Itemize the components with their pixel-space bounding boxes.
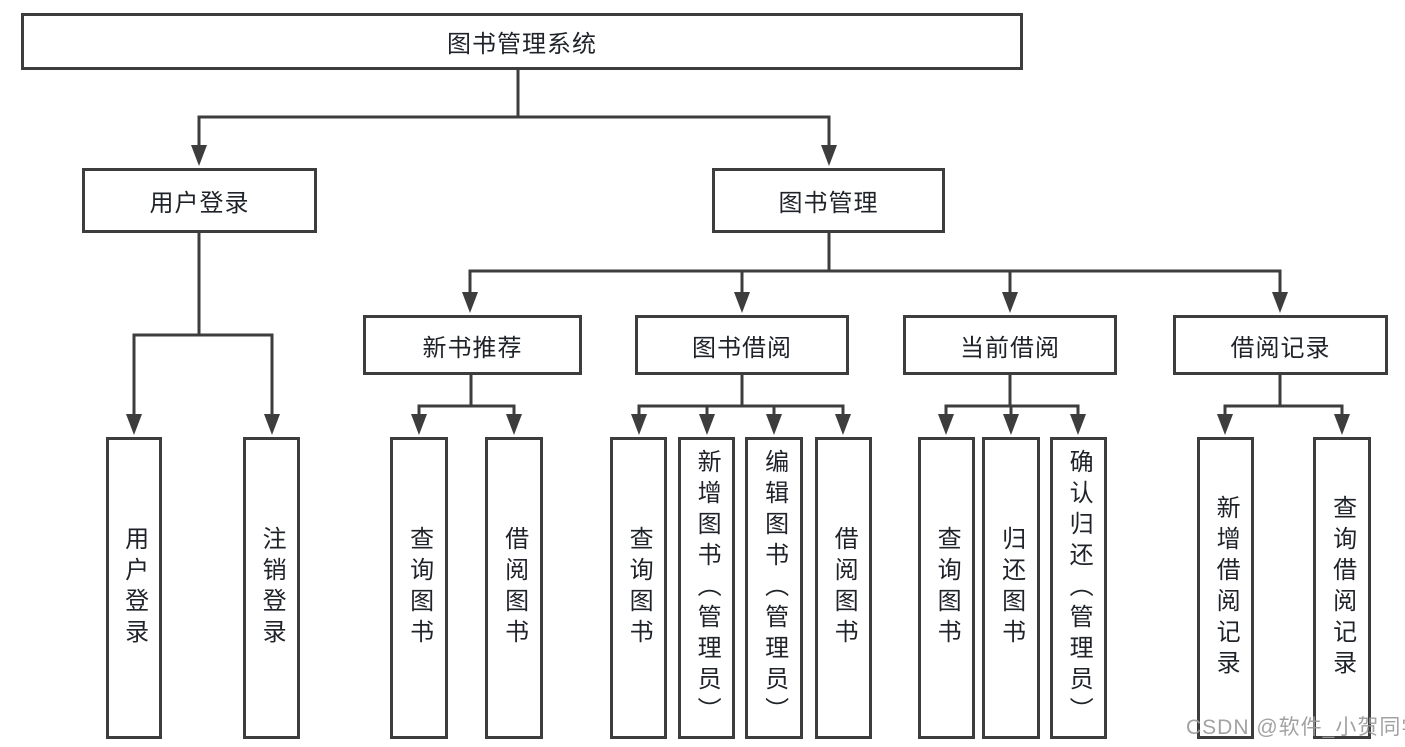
leaf-logout-label: 注销登录 — [258, 526, 286, 650]
leaf-nbr-query-books-label: 查询图书 — [405, 526, 433, 650]
arrow-down-icon — [1334, 414, 1350, 435]
leaf-nbr-query-books: 查询图书 — [390, 437, 448, 739]
arrow-down-icon — [506, 414, 522, 435]
leaf-cb-confirm-return-admin: 确认归还（管理员） — [1050, 437, 1107, 739]
leaf-br-query-record: 查询借阅记录 — [1313, 437, 1371, 739]
connector-root-to-level2 — [197, 69, 831, 150]
csdn-watermark: CSDN @软件_小贺同学 — [1186, 716, 1405, 739]
arrow-down-icon — [631, 414, 647, 435]
arrow-down-icon — [1003, 414, 1019, 435]
leaf-bb-query-books: 查询图书 — [610, 437, 667, 739]
arrow-down-icon — [938, 414, 954, 435]
leaf-br-add-record: 新增借阅记录 — [1197, 437, 1254, 739]
arrow-down-icon — [835, 414, 851, 435]
leaf-bb-add-books-admin-label: 新增图书（管理员） — [693, 448, 721, 728]
node-borrowing-records: 借阅记录 — [1173, 315, 1388, 375]
leaf-cb-return-books: 归还图书 — [982, 437, 1040, 739]
leaf-br-query-record-label: 查询借阅记录 — [1328, 495, 1356, 681]
leaf-br-add-record-label: 新增借阅记录 — [1212, 495, 1240, 681]
node-book-management-label: 图书管理 — [778, 190, 879, 217]
arrow-down-icon — [821, 145, 837, 166]
node-root: 图书管理系统 — [21, 13, 1023, 70]
leaf-cb-query-books-label: 查询图书 — [933, 526, 961, 650]
arrow-down-icon — [699, 414, 715, 435]
leaf-nbr-borrow-books-label: 借阅图书 — [500, 526, 528, 650]
leaf-cb-query-books: 查询图书 — [918, 437, 975, 739]
leaf-nbr-borrow-books: 借阅图书 — [485, 437, 543, 739]
node-root-label: 图书管理系统 — [447, 31, 597, 58]
arrowhead-icons — [126, 145, 1350, 435]
arrow-down-icon — [1002, 292, 1018, 313]
connector-book-borrowing-branch — [637, 375, 845, 418]
arrow-down-icon — [734, 292, 750, 313]
leaf-bb-query-books-label: 查询图书 — [625, 526, 653, 650]
node-new-book-recommend: 新书推荐 — [363, 315, 582, 375]
node-book-management: 图书管理 — [712, 168, 945, 233]
node-borrowing-records-label: 借阅记录 — [1230, 334, 1331, 362]
arrow-down-icon — [766, 414, 782, 435]
arrow-down-icon — [1272, 292, 1288, 313]
arrow-down-icon — [462, 292, 478, 313]
leaf-logout: 注销登录 — [243, 437, 300, 739]
leaf-bb-borrow-books: 借阅图书 — [815, 437, 872, 739]
node-book-borrowing-label: 图书借阅 — [692, 334, 792, 362]
node-user-login-label: 用户登录 — [149, 190, 250, 217]
arrow-down-icon — [1070, 414, 1086, 435]
arrow-down-icon — [191, 145, 207, 166]
leaf-bb-add-books-admin: 新增图书（管理员） — [678, 437, 735, 739]
arrow-down-icon — [264, 414, 280, 435]
leaf-bb-edit-books-admin-label: 编辑图书（管理员） — [760, 448, 788, 728]
leaf-bb-edit-books-admin: 编辑图书（管理员） — [745, 437, 803, 739]
connector-user-login-branch — [132, 233, 274, 418]
node-current-borrowing-label: 当前借阅 — [960, 334, 1060, 362]
leaf-cb-return-books-label: 归还图书 — [997, 526, 1025, 650]
connector-borrowing-records-branch — [1223, 375, 1344, 418]
leaf-cb-confirm-return-admin-label: 确认归还（管理员） — [1065, 448, 1093, 728]
leaf-bb-borrow-books-label: 借阅图书 — [830, 526, 858, 650]
arrow-down-icon — [1217, 414, 1233, 435]
node-current-borrowing: 当前借阅 — [903, 315, 1117, 375]
arrow-down-icon — [126, 414, 142, 435]
arrow-down-icon — [411, 414, 427, 435]
node-new-book-recommend-label: 新书推荐 — [422, 334, 523, 362]
connector-current-borrowing-branch — [944, 375, 1080, 418]
node-user-login: 用户登录 — [82, 168, 317, 233]
node-book-borrowing: 图书借阅 — [635, 315, 849, 375]
connector-book-management-branch — [468, 233, 1282, 297]
leaf-user-login: 用户登录 — [106, 437, 162, 739]
leaf-user-login-label: 用户登录 — [120, 526, 148, 650]
connector-new-book-recommend-branch — [417, 375, 516, 418]
